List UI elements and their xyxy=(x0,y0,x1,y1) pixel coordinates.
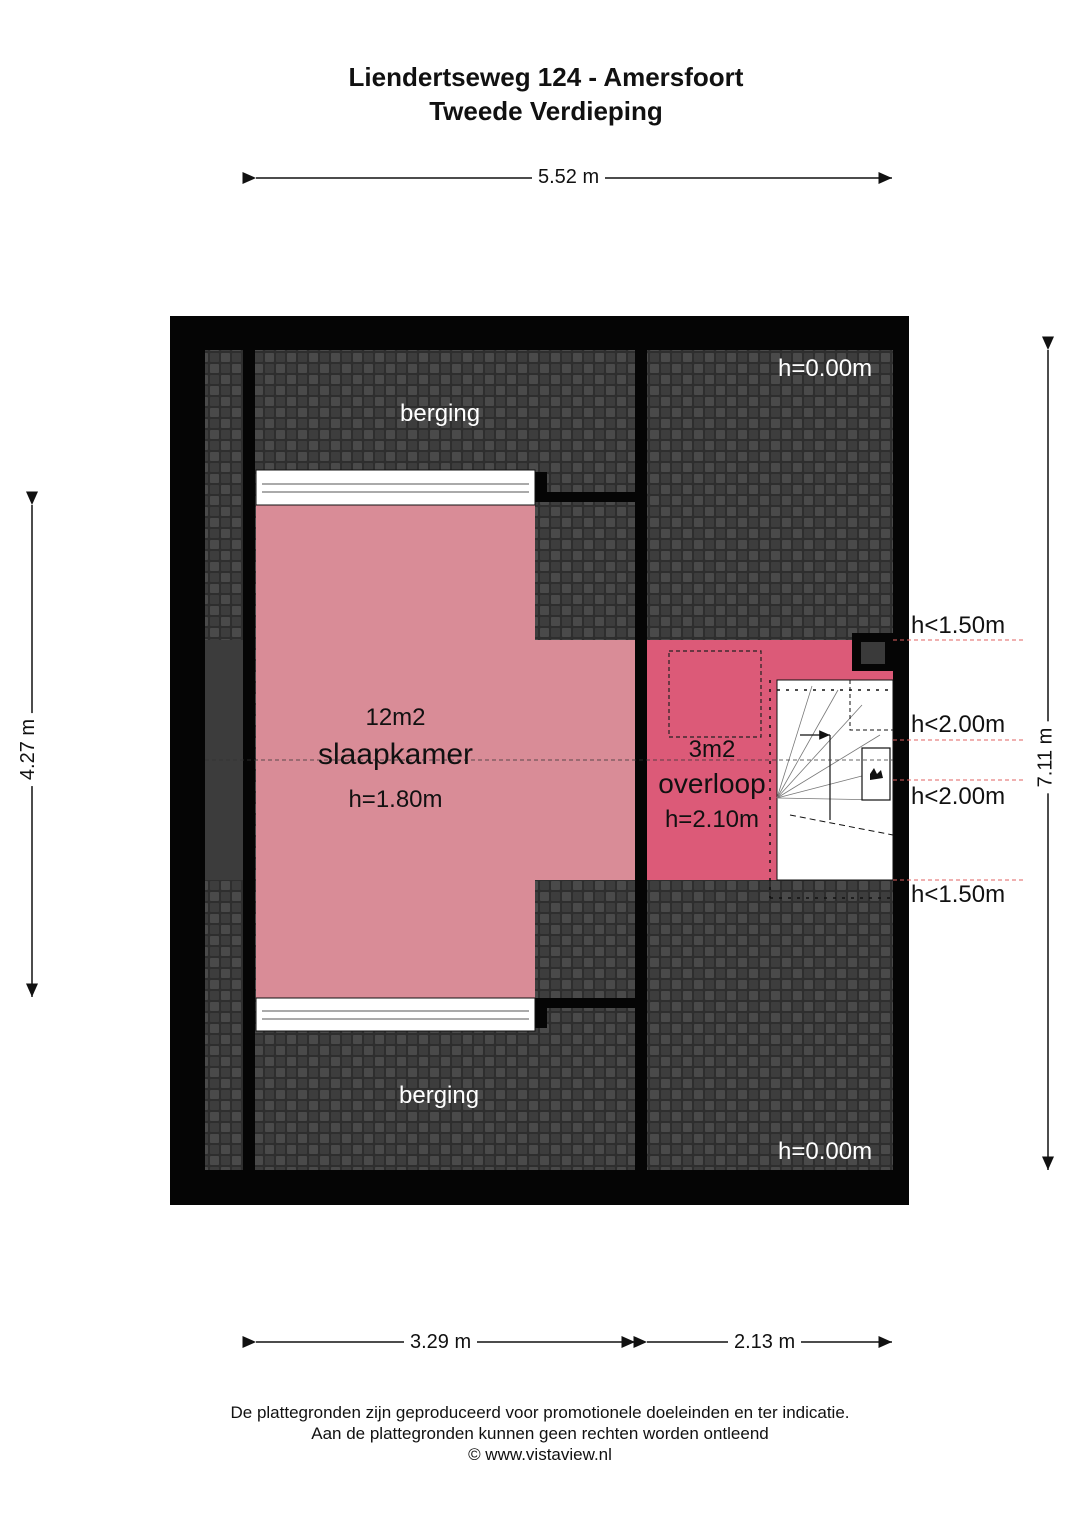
disclaimer-line-1: De plattegronden zijn geproduceerd voor … xyxy=(230,1403,850,1422)
slaapkamer-room xyxy=(256,505,535,998)
dim-left-label: 4.27 m xyxy=(17,712,41,787)
staircase xyxy=(769,679,894,899)
disclaimer-line-2: Aan de plattegronden kunnen geen rechten… xyxy=(311,1424,769,1443)
dim-right-label: 7.11 m xyxy=(1034,721,1058,794)
height-marker-1: h<1.50m xyxy=(911,612,1006,639)
copyright: © www.vistaview.nl xyxy=(468,1445,612,1464)
roof-hatch xyxy=(668,650,762,738)
plan-subtitle: Tweede Verdieping xyxy=(429,96,663,126)
dim-bottom-left-label: 3.29 m xyxy=(404,1331,478,1354)
room-label-berging-top: berging xyxy=(400,400,481,427)
height-marker-2: h<2.00m xyxy=(911,711,1006,738)
dim-bottom-right-label: 2.13 m xyxy=(728,1331,802,1354)
slaapkamer-name: slaapkamer xyxy=(317,738,474,771)
overloop-height: h=2.10m xyxy=(664,806,760,833)
dim-top-label: 5.52 m xyxy=(532,166,606,189)
slaapkamer-area: 12m2 xyxy=(365,704,426,731)
left-dormer-panel xyxy=(205,640,243,880)
window-bottom xyxy=(255,997,536,1032)
height-marker-3: h<2.00m xyxy=(911,783,1006,810)
slaapkamer-height: h=1.80m xyxy=(348,786,443,813)
window-top xyxy=(255,469,536,506)
overloop-name: overloop xyxy=(658,768,766,799)
height-top-right: h=0.00m xyxy=(778,355,873,382)
disclaimer: De plattegronden zijn geproduceerd voor … xyxy=(0,1402,1080,1465)
height-bottom-right: h=0.00m xyxy=(778,1138,873,1165)
overloop-area: 3m2 xyxy=(688,736,736,763)
plan-title: Liendertseweg 124 - Amersfoort xyxy=(348,62,744,92)
height-marker-4: h<1.50m xyxy=(911,881,1006,908)
room-label-berging-bottom: berging xyxy=(399,1082,480,1109)
